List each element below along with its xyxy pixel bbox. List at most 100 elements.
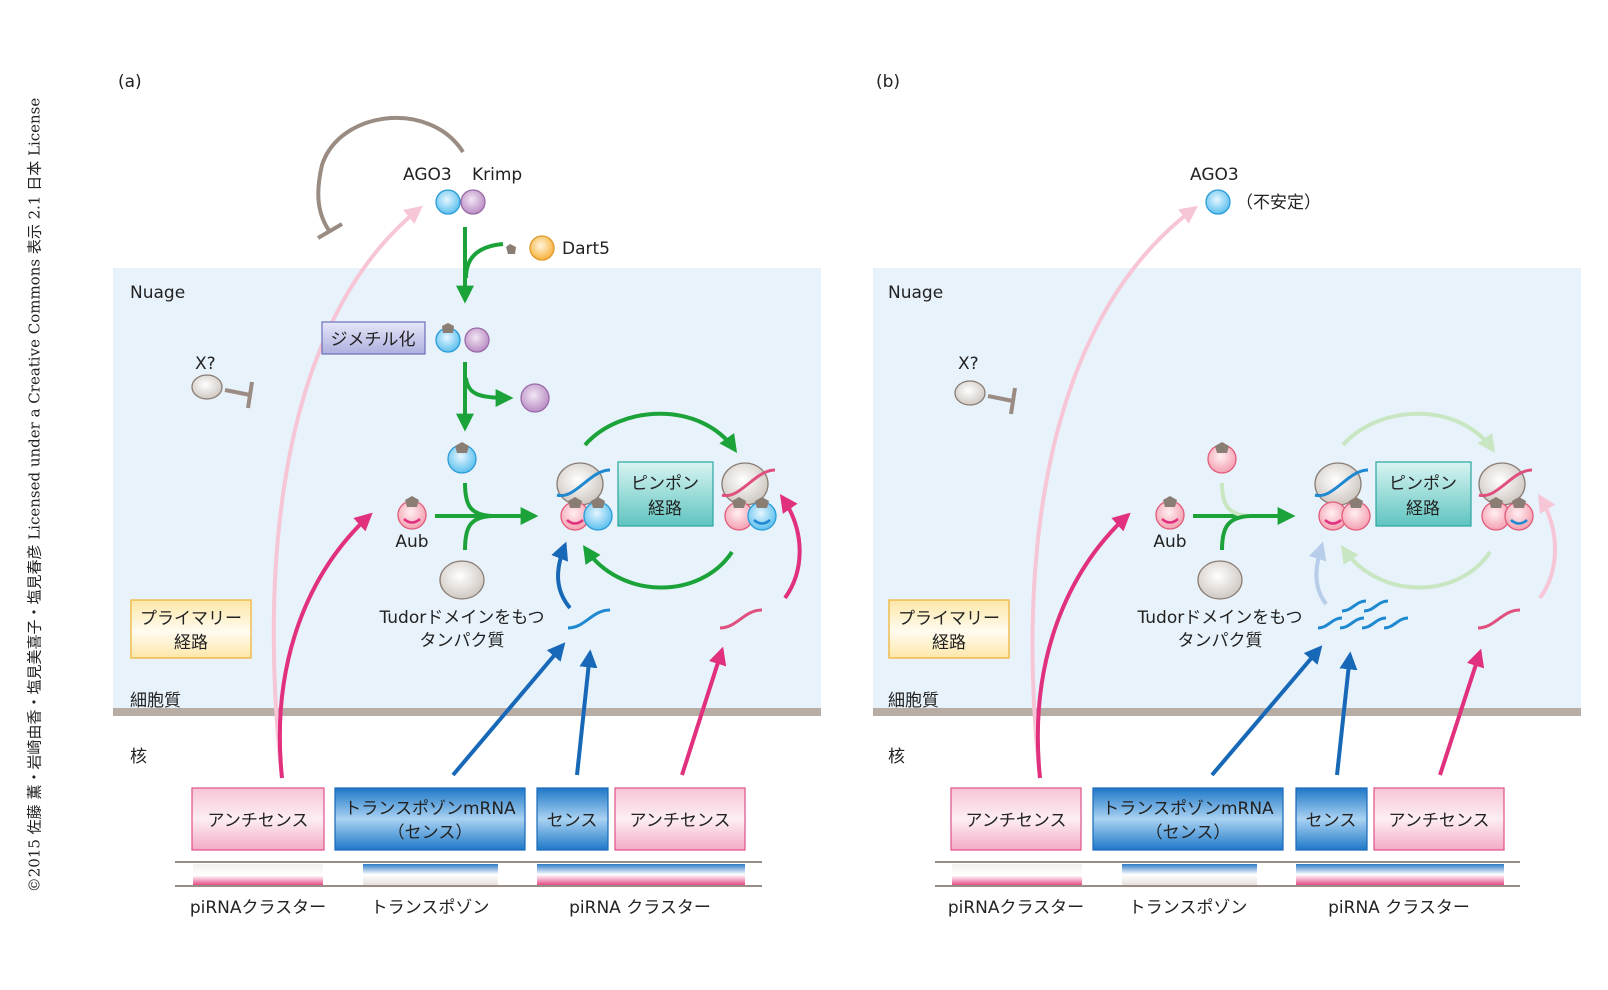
dart5-label: Dart5 bbox=[562, 239, 610, 259]
antisense-to-pingpong-arrow bbox=[779, 494, 802, 600]
merge-line-bottom bbox=[1220, 514, 1251, 551]
nucleus-label: 核 bbox=[888, 747, 905, 767]
transcript-label: センス bbox=[1306, 811, 1357, 831]
krimp-label: Krimp bbox=[472, 165, 522, 185]
locus-label: piRNA クラスター bbox=[1328, 898, 1470, 918]
pingpong-complex-right bbox=[721, 462, 777, 531]
ago3-label: AGO3 bbox=[403, 165, 452, 185]
transcript-label: アンチセンス bbox=[208, 811, 309, 831]
transcript-label: アンチセンス bbox=[966, 811, 1067, 831]
primary-label-line2: 経路 bbox=[174, 633, 208, 653]
panel-a-label: (a) bbox=[118, 72, 142, 92]
panel-a: (a) Nuage 細胞質 核 AGO3 Krimp Dart5 ジメチル化 bbox=[113, 72, 821, 918]
antisense-to-ago3-arrow bbox=[1030, 205, 1198, 779]
transcript-label: アンチセンス bbox=[630, 811, 731, 831]
pingpong-label-line1: ピンポン bbox=[1389, 474, 1457, 494]
transcript-label: （センス） bbox=[388, 823, 473, 843]
antisense-to-ago3-arrow bbox=[271, 205, 423, 779]
tudor-protein bbox=[1197, 560, 1243, 600]
ago3-unstable-protein bbox=[1205, 189, 1231, 215]
transcript-label: （センス） bbox=[1146, 823, 1231, 843]
dimethylation-label: ジメチル化 bbox=[331, 330, 416, 350]
unstable-label: （不安定） bbox=[1236, 193, 1321, 213]
transcript-antisense-1 bbox=[191, 787, 325, 851]
transcript-transposon-mrna bbox=[1092, 787, 1284, 851]
ago3-autoinhibition-arc bbox=[316, 115, 465, 234]
transposon-mrna-arrow bbox=[1210, 645, 1323, 777]
ago3-label: AGO3 bbox=[1190, 165, 1239, 185]
dart5-merge-line bbox=[464, 242, 504, 279]
cytoplasm-label: 細胞質 bbox=[888, 691, 939, 711]
nuclear-membrane bbox=[113, 708, 821, 716]
primary-pathway-box bbox=[130, 599, 252, 659]
krimp-protein bbox=[460, 189, 486, 215]
pingpong-box bbox=[617, 461, 714, 527]
x-factor bbox=[191, 374, 223, 400]
locus-label: トランスポゾン bbox=[1129, 898, 1248, 918]
locus-pirna-cluster-2 bbox=[1296, 864, 1504, 885]
antisense-to-pingpong-arrow-faded bbox=[1538, 493, 1557, 600]
nucleus-label: 核 bbox=[130, 747, 147, 767]
panel-b-label: (b) bbox=[876, 72, 900, 92]
nuclear-membrane bbox=[873, 708, 1581, 716]
sense-locus-arrow bbox=[575, 649, 598, 776]
antisense-transcript bbox=[719, 608, 763, 630]
inhibition-bar bbox=[246, 381, 254, 409]
sense-to-pingpong-arrow bbox=[551, 541, 572, 610]
locus-label: piRNAクラスター bbox=[948, 898, 1084, 918]
antisense-locus-arrow bbox=[680, 646, 727, 776]
accumulated-sense-transcripts bbox=[1317, 599, 1409, 630]
panel-b: (b) Nuage 細胞質 核 AGO3 （不安定） X? Aub Tudorド… bbox=[873, 72, 1581, 918]
locus-transposon bbox=[1122, 864, 1257, 885]
inhibition-bar bbox=[316, 222, 344, 240]
primary-label-line1: プライマリー bbox=[140, 609, 242, 629]
methyl-group-icon bbox=[405, 496, 419, 507]
x-factor bbox=[954, 380, 986, 406]
transcript-label: アンチセンス bbox=[1389, 811, 1490, 831]
pingpong-complex-right bbox=[1478, 462, 1534, 531]
antisense-transcript bbox=[1477, 608, 1521, 630]
antisense-pirna-icon bbox=[403, 518, 421, 524]
aub-label: Aub bbox=[1153, 532, 1186, 552]
pingpong-label-line1: ピンポン bbox=[631, 474, 699, 494]
locus-pirna-cluster-1 bbox=[952, 864, 1082, 885]
sense-to-pingpong-arrow-faded bbox=[1309, 541, 1328, 606]
locus-label: piRNAクラスター bbox=[190, 898, 326, 918]
merge-line-bottom bbox=[463, 514, 493, 551]
inhibition-bar bbox=[1009, 387, 1017, 415]
sense-transcript bbox=[567, 608, 611, 630]
primary-pathway-box bbox=[888, 599, 1010, 659]
methyl-group-icon bbox=[442, 323, 454, 333]
locus-label: トランスポゾン bbox=[371, 898, 490, 918]
transcript-label: トランスポゾンmRNA bbox=[1102, 799, 1274, 819]
nuage-label: Nuage bbox=[130, 283, 185, 303]
tudor-label-line1: Tudorドメインをもつ bbox=[1136, 608, 1302, 628]
dart5-protein bbox=[529, 235, 555, 261]
tudor-protein bbox=[439, 560, 485, 600]
x-inhibition-line bbox=[224, 388, 251, 397]
transcript-transposon-mrna bbox=[334, 787, 526, 851]
transcript-antisense-2 bbox=[614, 787, 746, 851]
antisense-pirna-icon bbox=[1161, 518, 1179, 524]
pingpong-arrow-bottom-faded bbox=[1340, 545, 1492, 590]
transcript-sense bbox=[536, 787, 609, 851]
pingpong-arrow-top-faded bbox=[1341, 411, 1496, 453]
transcript-sense bbox=[1295, 787, 1368, 851]
pingpong-complex-left bbox=[1314, 462, 1371, 531]
tudor-label-line1: Tudorドメインをもつ bbox=[378, 608, 544, 628]
methyl-group-icon bbox=[455, 442, 469, 453]
nuage-label: Nuage bbox=[888, 283, 943, 303]
x-inhibition-line bbox=[987, 394, 1014, 403]
locus-label: piRNA クラスター bbox=[569, 898, 711, 918]
free-krimp bbox=[520, 383, 550, 413]
transcript-antisense-1 bbox=[950, 787, 1082, 851]
methyl-group-icon bbox=[1163, 496, 1177, 507]
x-factor-label: X? bbox=[195, 354, 216, 374]
primary-antisense-arrow bbox=[1035, 512, 1131, 779]
krimp-release-arrow bbox=[464, 377, 514, 407]
primary-antisense-arrow bbox=[277, 512, 373, 779]
pingpong-complex-left bbox=[556, 462, 613, 531]
x-factor-label: X? bbox=[958, 354, 979, 374]
aub-label: Aub bbox=[395, 532, 428, 552]
tudor-label-line2: タンパク質 bbox=[420, 631, 505, 651]
